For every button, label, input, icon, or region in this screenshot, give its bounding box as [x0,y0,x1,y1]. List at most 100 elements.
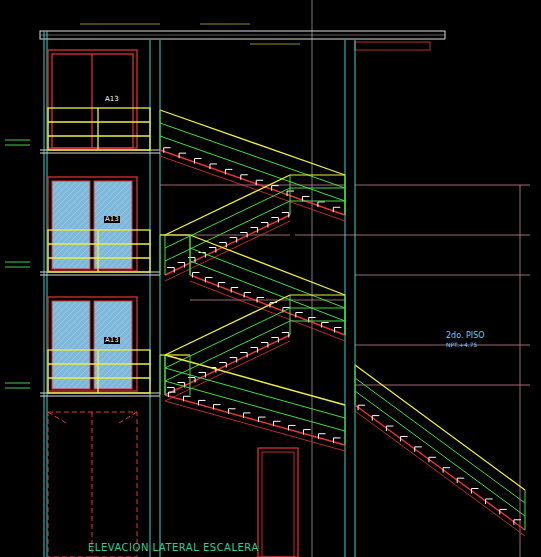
stair-stroke [500,509,507,510]
stair-stroke [355,391,525,516]
stair-stroke [345,175,346,215]
stair-stroke [256,180,263,181]
stair-stroke [282,212,289,213]
stair-stroke [457,478,458,483]
stair-stroke [271,337,278,338]
stair-stroke [190,261,345,321]
stair-stroke [226,243,227,248]
stair-stroke [322,322,329,323]
stair-stroke [165,221,290,281]
drawing-caption: ELEVACION LATERAL ESCALERA [88,543,259,553]
stair-stroke [278,218,279,223]
stair-stroke [210,163,217,164]
stair-stroke [290,175,291,215]
stair-stroke [231,287,238,288]
stair-stroke [236,238,237,243]
stair-stroke [165,395,345,445]
stair-stroke [190,248,345,308]
stair-stroke [304,429,311,430]
stair-stroke [271,217,278,218]
stair-stroke [190,275,345,335]
stair-stroke [261,342,268,343]
stair-stroke [257,228,258,233]
level-name: 2do. PISO [446,332,485,340]
stair-stroke [282,332,289,333]
stair-stroke [251,227,258,228]
stair-stroke [169,392,176,393]
level-elevation: NPT.+4.75 [446,342,477,348]
stair-stroke [195,158,202,159]
stair-stroke [160,136,345,201]
stair-stroke [400,436,401,441]
stair-stroke [257,298,258,303]
stair-stroke [290,308,345,309]
stair-stroke [317,202,318,207]
stair-stroke [258,417,259,422]
door-tag: A13 [104,96,120,103]
stair-stroke [190,355,191,395]
stair-stroke [288,333,289,338]
stair-stroke [486,498,493,499]
stair-stroke [355,365,356,405]
stair-stroke [229,408,236,409]
stair-stroke [290,201,345,202]
stair-stroke [165,235,166,275]
stair-stroke [225,169,226,174]
stair-stroke [165,401,345,451]
stair-stroke [183,396,184,401]
stair-stroke [273,421,274,426]
stair-stroke [345,405,346,445]
stair-stroke [309,317,316,318]
stair-stroke [164,147,171,148]
stair-stroke [272,185,279,186]
stair-stroke [244,292,251,293]
stair-stroke [160,110,161,150]
stair-stroke [195,258,196,263]
stair-stroke [244,412,251,413]
stair-stroke [345,295,346,335]
stair-stroke [160,354,190,355]
stair-stroke [457,478,464,479]
stair-stroke [372,415,379,416]
stair-stroke [471,488,478,489]
stair-stroke [168,392,169,397]
stair-stroke [288,425,289,430]
stair-stroke [199,400,206,401]
stair-stroke [259,417,266,418]
stair-stroke [240,175,241,180]
stair-stroke [163,148,164,153]
stair-stroke [278,338,279,343]
stair-stroke [321,323,322,328]
stair-stroke [355,405,525,530]
stair-stroke [178,262,185,263]
stair-stroke [443,468,444,473]
stair-stroke [386,426,393,427]
stair-stroke [184,396,191,397]
stair-stroke [174,268,175,273]
stair-stroke [205,277,212,278]
stair-stroke [184,263,185,268]
stair-stroke [205,278,206,283]
stair-stroke [514,519,521,520]
stair-stroke [160,150,345,215]
stair-stroke [334,437,341,438]
stair-stroke [247,353,248,358]
stair-stroke [443,467,450,468]
stair-stroke [190,235,191,275]
stair-stroke [267,343,268,348]
stair-stroke [165,355,166,395]
stair-stroke [219,362,226,363]
stair-stroke [271,186,272,191]
stair-stroke [414,447,415,452]
stair-stroke [165,381,345,431]
stair-stroke [345,295,346,335]
stair-stroke [302,196,309,197]
stair-stroke [228,409,229,414]
stair-stroke [198,372,205,373]
stair-stroke [231,288,232,293]
stair-stroke [251,347,258,348]
stair-stroke [345,175,346,215]
stair-stroke [386,426,387,431]
